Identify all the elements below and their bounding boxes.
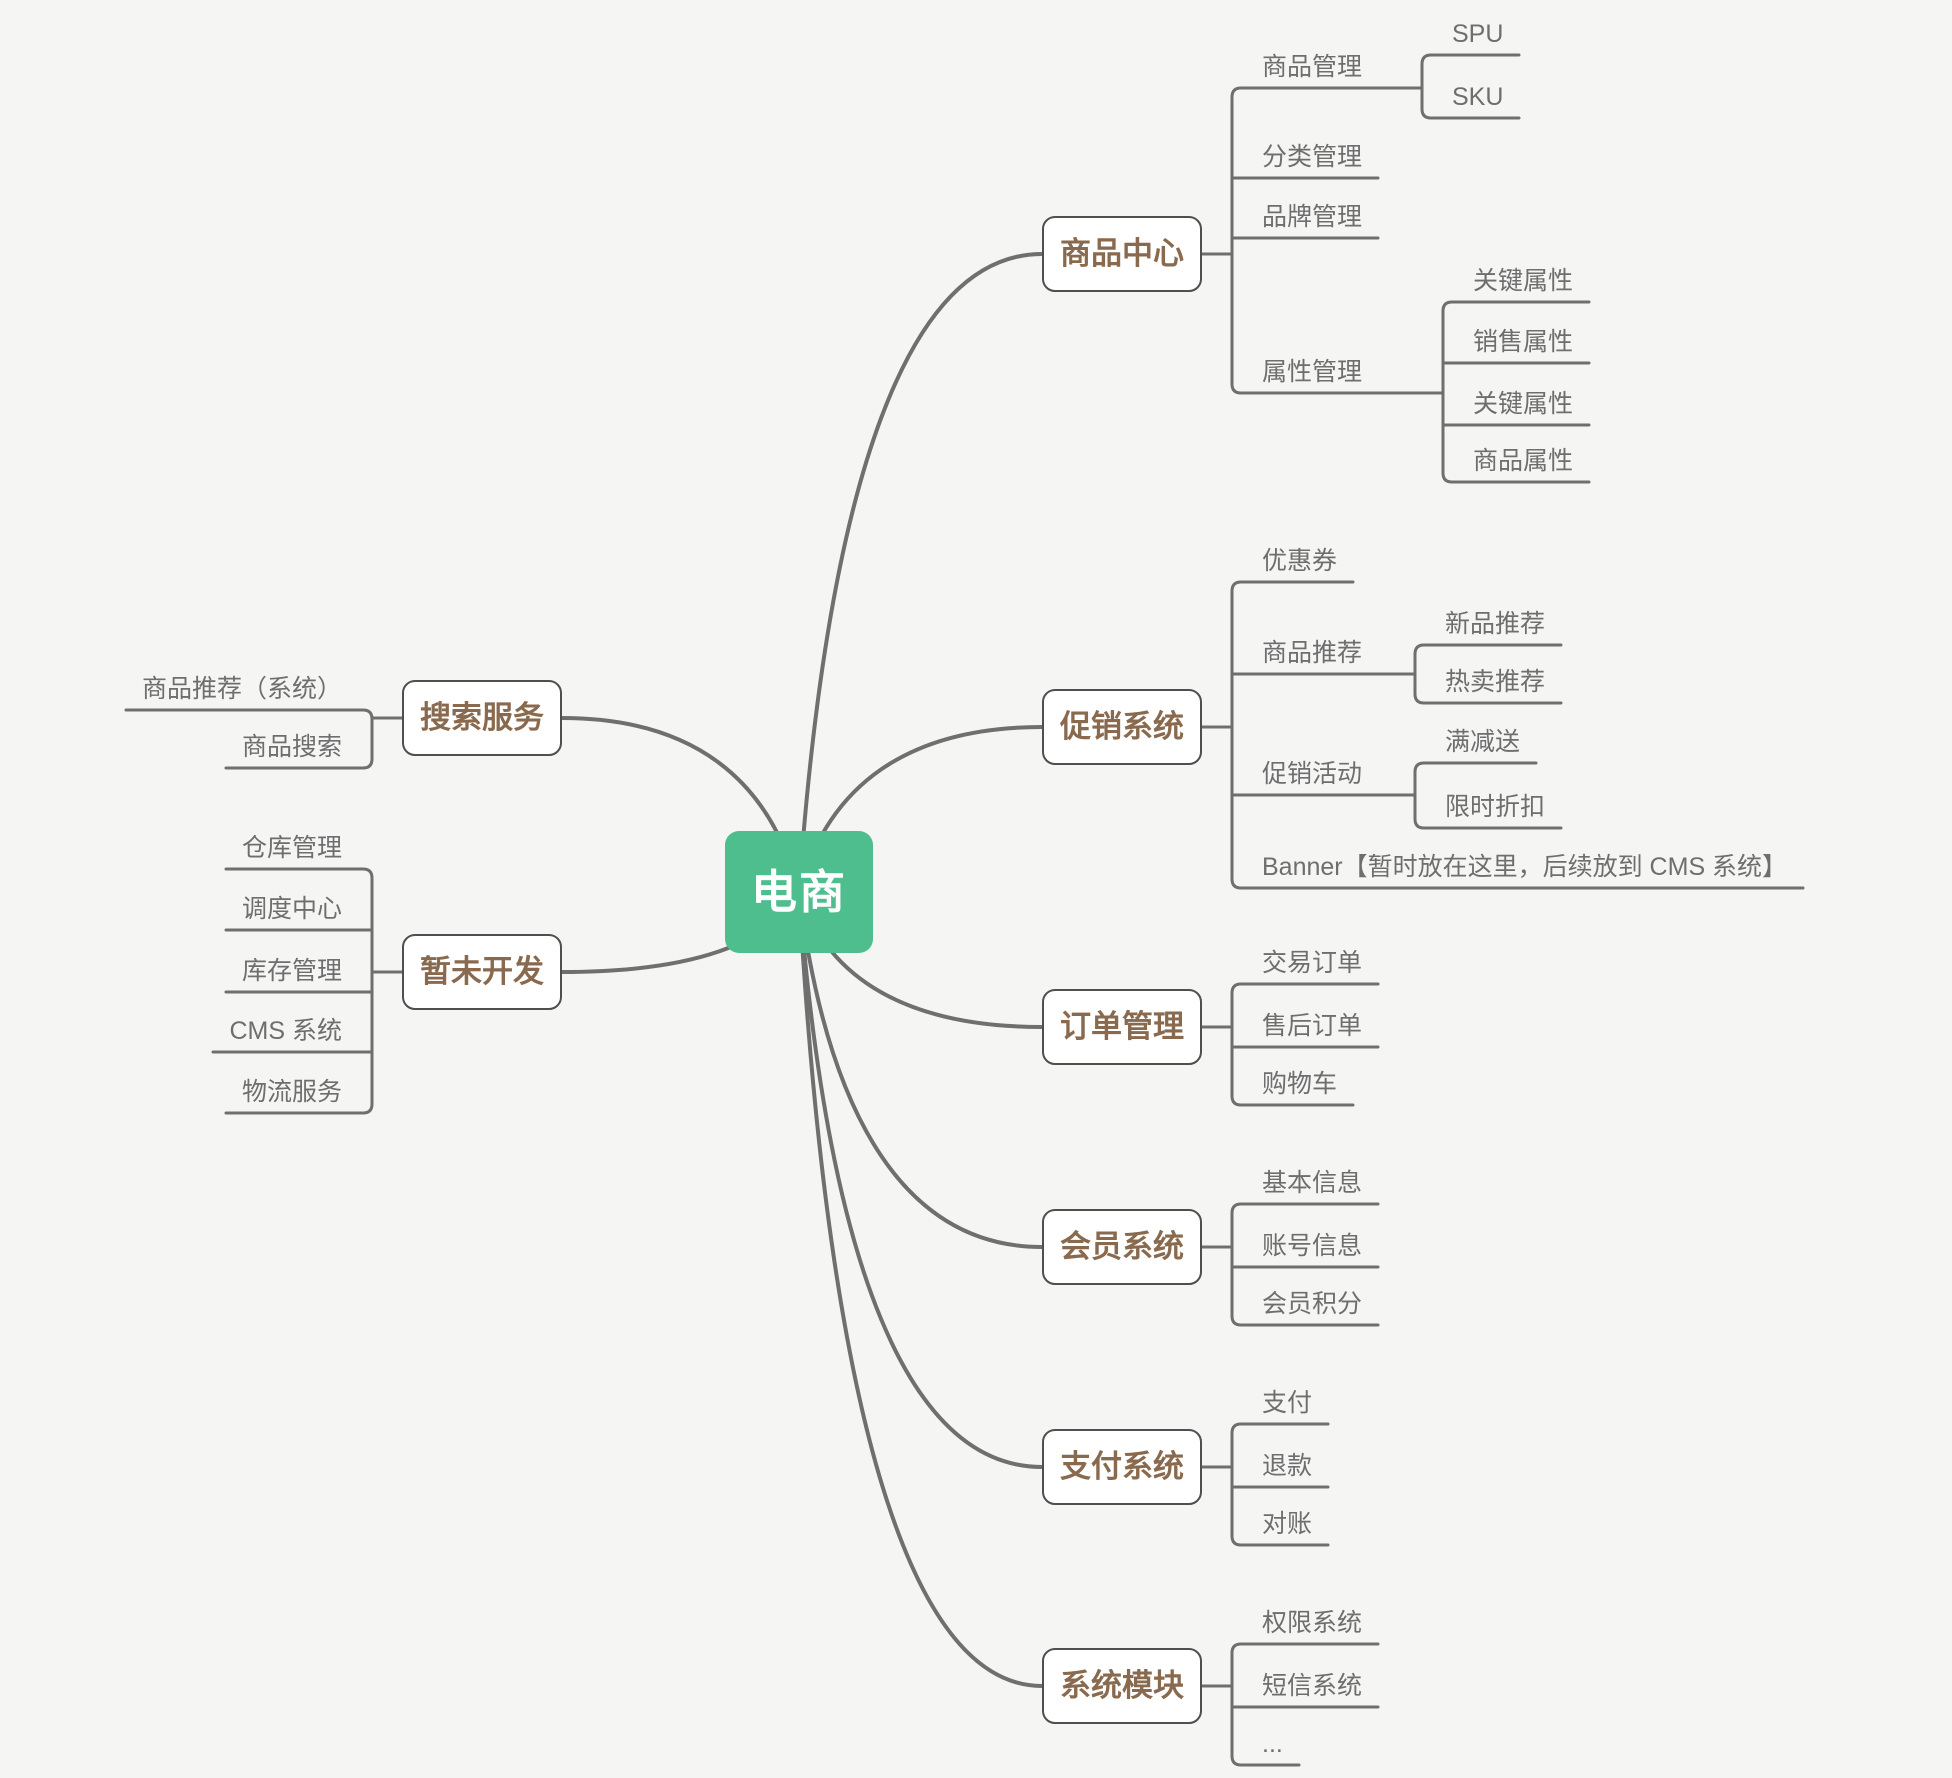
subtopic-cms-system[interactable]: CMS 系统 <box>229 1017 342 1045</box>
subtopic-coupon[interactable]: 优惠券 <box>1262 547 1338 575</box>
subtopic-brand-management[interactable]: 品牌管理 <box>1262 203 1363 231</box>
subtopic-spu[interactable]: SPU <box>1452 20 1504 48</box>
subtopic-sales-attribute[interactable]: 销售属性 <box>1473 328 1574 356</box>
main-topic-payment-system[interactable]: 支付系统 <box>1042 1429 1202 1505</box>
central-topic-ecommerce[interactable]: 电商 <box>725 831 873 953</box>
subtopic-sku[interactable]: SKU <box>1452 83 1504 111</box>
main-topic-system-module[interactable]: 系统模块 <box>1042 1648 1202 1724</box>
subtopic-product-search[interactable]: 商品搜索 <box>241 733 342 761</box>
subtopic-after-sale-order[interactable]: 售后订单 <box>1262 1012 1363 1040</box>
subtopic-logistics-service[interactable]: 物流服务 <box>241 1078 342 1106</box>
main-topic-not-yet-developed[interactable]: 暂未开发 <box>402 934 562 1010</box>
subtopic-full-reduction[interactable]: 满减送 <box>1445 728 1521 756</box>
subtopic-more[interactable]: ... <box>1262 1730 1283 1758</box>
subtopic-inventory-management[interactable]: 库存管理 <box>241 957 342 985</box>
subtopic-key-attribute-2[interactable]: 关键属性 <box>1473 390 1574 418</box>
subtopic-warehouse-management[interactable]: 仓库管理 <box>241 834 342 862</box>
subtopic-sms-system[interactable]: 短信系统 <box>1262 1672 1363 1700</box>
subtopic-attribute-management[interactable]: 属性管理 <box>1262 358 1363 386</box>
subtopic-payment[interactable]: 支付 <box>1262 1389 1313 1417</box>
subtopic-permission-system[interactable]: 权限系统 <box>1262 1609 1363 1637</box>
subtopic-member-points[interactable]: 会员积分 <box>1262 1290 1363 1318</box>
subtopic-product-attribute[interactable]: 商品属性 <box>1473 447 1574 475</box>
subtopic-product-recommendation[interactable]: 商品推荐 <box>1262 639 1363 667</box>
main-topic-product-center[interactable]: 商品中心 <box>1042 216 1202 292</box>
subtopic-product-management[interactable]: 商品管理 <box>1262 53 1363 81</box>
main-topic-promotion-system[interactable]: 促销系统 <box>1042 689 1202 765</box>
subtopic-shopping-cart[interactable]: 购物车 <box>1262 1070 1338 1098</box>
subtopic-category-management[interactable]: 分类管理 <box>1262 143 1363 171</box>
subtopic-trade-order[interactable]: 交易订单 <box>1262 949 1363 977</box>
subtopic-reconciliation[interactable]: 对账 <box>1262 1510 1313 1538</box>
main-topic-order-management[interactable]: 订单管理 <box>1042 989 1202 1065</box>
subtopic-refund[interactable]: 退款 <box>1262 1452 1313 1480</box>
subtopic-dispatch-center[interactable]: 调度中心 <box>241 895 342 923</box>
subtopic-hot-sale-recommendation[interactable]: 热卖推荐 <box>1445 668 1546 696</box>
main-topic-search-service[interactable]: 搜索服务 <box>402 680 562 756</box>
subtopic-account-info[interactable]: 账号信息 <box>1262 1232 1363 1260</box>
subtopic-promotion-activity[interactable]: 促销活动 <box>1262 760 1363 788</box>
subtopic-product-recommendation-system[interactable]: 商品推荐（系统） <box>141 675 342 703</box>
subtopic-banner-note[interactable]: Banner【暂时放在这里，后续放到 CMS 系统】 <box>1262 853 1788 881</box>
subtopic-basic-info[interactable]: 基本信息 <box>1262 1169 1363 1197</box>
subtopic-limited-time-discount[interactable]: 限时折扣 <box>1445 793 1546 821</box>
subtopic-key-attribute-1[interactable]: 关键属性 <box>1473 267 1574 295</box>
main-topic-member-system[interactable]: 会员系统 <box>1042 1209 1202 1285</box>
subtopic-new-product-recommendation[interactable]: 新品推荐 <box>1445 610 1546 638</box>
